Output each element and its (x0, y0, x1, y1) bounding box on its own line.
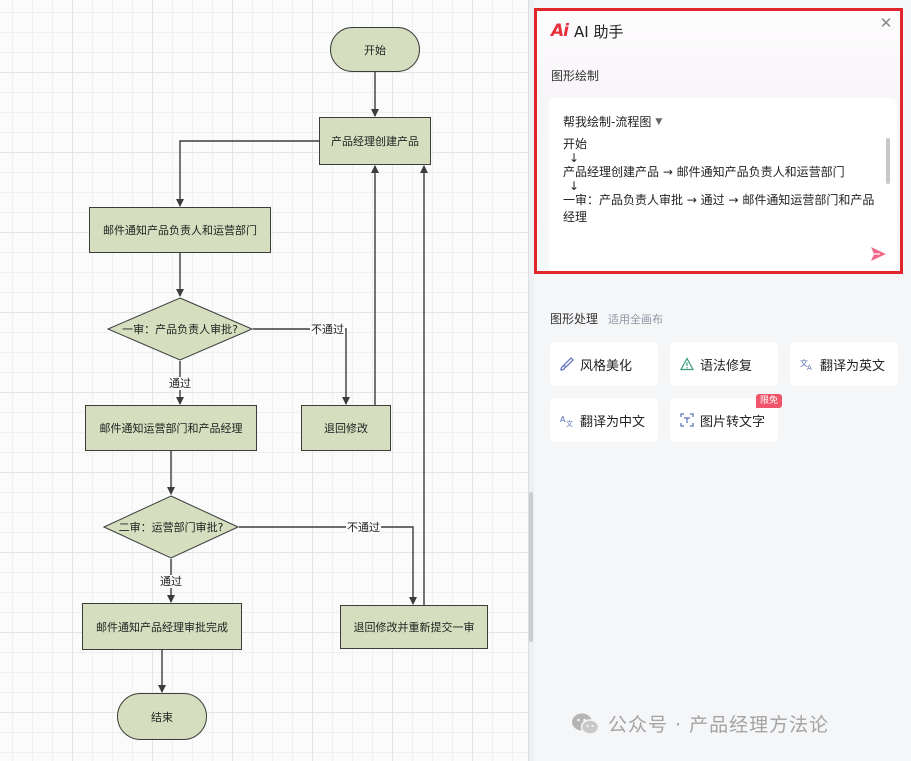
node-review1[interactable]: 一审：产品负责人审批? (107, 297, 253, 361)
free-badge: 限免 (756, 394, 783, 408)
node-review1-label: 一审：产品负责人审批? (122, 323, 238, 336)
node-notify-ops-pm-label: 邮件通知运营部门和产品经理 (99, 422, 243, 435)
node-notify-owner-ops-label: 邮件通知产品负责人和运营部门 (103, 224, 257, 237)
ai-logo-icon: Ai (551, 21, 569, 41)
prompt-line: 产品经理创建产品 → 邮件通知产品负责人和运营部门 (563, 165, 845, 179)
node-notify-pm-done[interactable]: 邮件通知产品经理审批完成 (82, 603, 242, 650)
watermark: 公众号 · 产品经理方法论 (570, 710, 829, 737)
prompt-line: ↓ (569, 179, 580, 193)
wechat-icon (572, 713, 600, 735)
node-end-label: 结束 (151, 710, 173, 724)
syntax-fix-label: 语法修复 (700, 358, 753, 374)
prompt-scrollbar[interactable] (886, 138, 890, 184)
prompt-type-label: 帮我绘制-流程图 (563, 115, 652, 129)
node-return1[interactable]: 退回修改 (301, 405, 391, 451)
syntax-fix-button[interactable]: 语法修复 (670, 342, 778, 386)
prompt-input-card[interactable]: 帮我绘制-流程图 ▼ 开始 ↓ 产品经理创建产品 → 邮件通知产品负责人和运营部… (549, 98, 897, 271)
send-icon[interactable] (869, 245, 887, 263)
node-return2[interactable]: 退回修改并重新提交一审 (340, 605, 488, 649)
section-process-title: 图形处理 (550, 312, 599, 326)
translate-cn-label: 翻译为中文 (580, 414, 646, 430)
edge-review1-return1 (253, 328, 350, 405)
svg-text:A: A (560, 415, 566, 424)
edge-label-fail2: 不通过 (346, 521, 381, 534)
close-icon[interactable]: ✕ (879, 14, 893, 32)
chevron-down-icon: ▼ (655, 116, 663, 127)
flowchart-canvas[interactable]: 开始 产品经理创建产品 邮件通知产品负责人和运营部门 一审：产品负责人审批? 不… (0, 0, 528, 761)
node-return1-label: 退回修改 (324, 422, 368, 435)
scan-text-icon (680, 413, 694, 427)
warning-triangle-icon (680, 357, 694, 371)
prompt-line: 开始 (563, 137, 588, 151)
node-review2-label: 二审：运营部门审批? (118, 521, 224, 534)
prompt-line: ↓ (569, 151, 580, 165)
node-review2[interactable]: 二审：运营部门审批? (103, 495, 239, 559)
prompt-text[interactable]: 开始 ↓ 产品经理创建产品 → 邮件通知产品负责人和运营部门 ↓ 一审：产品负责… (563, 136, 881, 226)
section-process-header: 图形处理 适用全画布 (550, 310, 663, 327)
ai-assistant-panel: Ai AI 助手 ✕ 图形绘制 帮我绘制-流程图 ▼ 开始 ↓ 产品经理创建产品… (534, 0, 911, 761)
review1-diamond-shape (107, 297, 253, 361)
image-to-text-button[interactable]: 图片转文字 (670, 398, 778, 442)
svg-text:文: 文 (800, 358, 808, 368)
section-process-subtitle: 适用全画布 (608, 313, 664, 326)
edge-create-notify1 (176, 140, 319, 207)
node-start-label: 开始 (364, 43, 386, 57)
svg-text:A: A (807, 364, 812, 371)
edge-label-pass1: 通过 (168, 377, 192, 390)
panel-divider[interactable] (528, 0, 534, 761)
node-create-product-label: 产品经理创建产品 (331, 135, 419, 148)
svg-text:文: 文 (566, 419, 573, 427)
review2-diamond-shape (103, 495, 239, 559)
edge-label-pass2: 通过 (159, 575, 183, 588)
prompt-line: 一审：产品负责人审批 → 通过 → 邮件通知运营部门和产品经理 (563, 193, 875, 224)
ai-panel-title: AI 助手 (573, 22, 624, 41)
translate-en-label: 翻译为英文 (820, 358, 886, 374)
node-create-product[interactable]: 产品经理创建产品 (319, 117, 431, 165)
edge-label-fail1: 不通过 (310, 323, 345, 336)
node-notify-pm-done-label: 邮件通知产品经理审批完成 (96, 620, 228, 634)
node-return2-label: 退回修改并重新提交一审 (353, 621, 475, 634)
canvas-scrollbar-thumb[interactable] (529, 492, 533, 642)
node-start[interactable]: 开始 (330, 27, 420, 72)
brush-icon (560, 357, 574, 371)
watermark-text: 公众号 · 产品经理方法论 (608, 714, 830, 736)
style-beautify-label: 风格美化 (580, 358, 633, 374)
style-beautify-button[interactable]: 风格美化 (550, 342, 658, 386)
ai-panel-header: Ai AI 助手 (551, 19, 623, 43)
prompt-type-dropdown[interactable]: 帮我绘制-流程图 ▼ (563, 113, 662, 130)
section-draw-title: 图形绘制 (551, 69, 600, 83)
ai-draw-box: Ai AI 助手 ✕ 图形绘制 帮我绘制-流程图 ▼ 开始 ↓ 产品经理创建产品… (534, 8, 903, 274)
image-to-text-label: 图片转文字 (700, 414, 766, 430)
flowchart-connectors (158, 72, 428, 693)
node-notify-owner-ops[interactable]: 邮件通知产品负责人和运营部门 (89, 207, 271, 253)
node-end[interactable]: 结束 (117, 693, 207, 740)
node-notify-ops-pm[interactable]: 邮件通知运营部门和产品经理 (85, 405, 257, 451)
edge-review2-return2 (239, 526, 417, 605)
